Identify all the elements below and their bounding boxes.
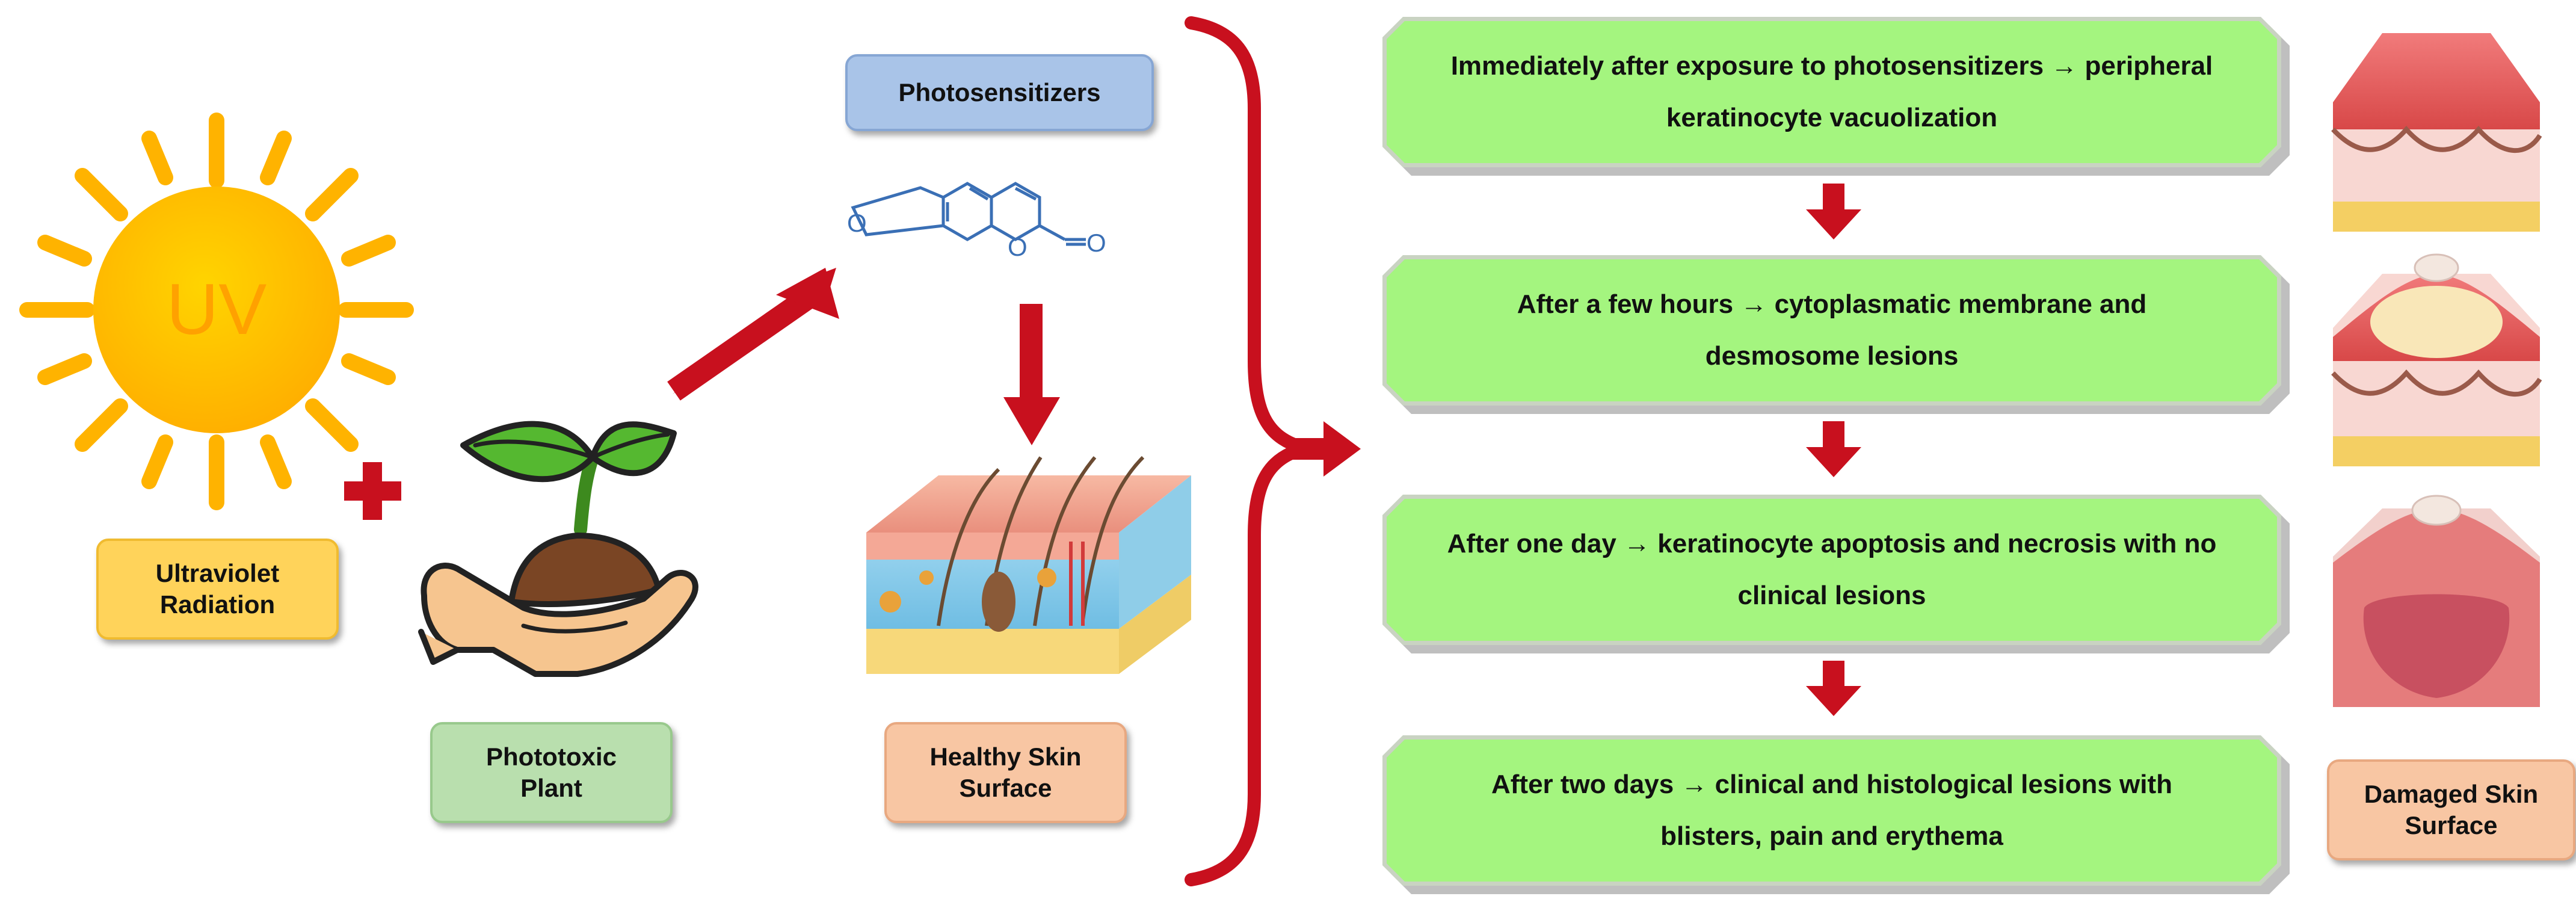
- step-1-line-2: keratinocyte vacuolization: [1666, 103, 1998, 132]
- step-down-arrows: [1806, 184, 1861, 716]
- damaged-skin-stage-3-icon: [2333, 495, 2540, 707]
- damaged-skin-stage-2-icon: [2331, 253, 2542, 466]
- step-1-box: Immediately after exposure to photosensi…: [1387, 21, 2277, 163]
- svg-text:O: O: [1086, 229, 1106, 257]
- step-2-line-2: desmosome lesions: [1705, 341, 1959, 371]
- arrow-to-steps: [1290, 421, 1361, 477]
- damaged-skin-stage-1-icon: [2331, 33, 2542, 232]
- brace-icon: [1185, 16, 1307, 886]
- sun-uv-text: UV: [167, 269, 267, 350]
- step-3-line-2: clinical lesions: [1737, 581, 1926, 610]
- plus-icon: [344, 462, 401, 520]
- step-1-line-1: Immediately after exposure to photosensi…: [1450, 51, 2213, 81]
- step-3-line-1: After one day → keratinocyte apoptosis a…: [1447, 529, 2217, 559]
- skin-cross-section-icon: [866, 456, 1191, 674]
- arrow-plant-to-photosensitizer: [667, 268, 839, 401]
- step-3-box: After one day → keratinocyte apoptosis a…: [1387, 499, 2277, 641]
- ultraviolet-radiation-label: Ultraviolet Radiation: [96, 539, 339, 640]
- step-2-box: After a few hours → cytoplasmatic membra…: [1387, 259, 2277, 401]
- step-4-box: After two days → clinical and histologic…: [1387, 740, 2277, 882]
- plant-in-hand-icon: [418, 421, 698, 677]
- sun-icon: [19, 113, 414, 510]
- phototoxic-plant-label: Phototoxic Plant: [430, 722, 673, 823]
- svg-text:O: O: [1008, 233, 1028, 261]
- step-2-line-1: After a few hours → cytoplasmatic membra…: [1517, 289, 2147, 320]
- step-4-line-2: blisters, pain and erythema: [1660, 821, 2003, 851]
- arrow-photosensitizer-to-skin: [1003, 304, 1060, 445]
- healthy-skin-label: Healthy Skin Surface: [884, 722, 1127, 823]
- svg-text:O: O: [847, 209, 867, 237]
- photosensitizers-label: Photosensitizers: [845, 54, 1154, 131]
- damaged-skin-label: Damaged Skin Surface: [2327, 759, 2575, 860]
- furanocoumarin-molecule-icon: O O O: [847, 182, 1106, 261]
- step-4-line-1: After two days → clinical and histologic…: [1491, 770, 2172, 800]
